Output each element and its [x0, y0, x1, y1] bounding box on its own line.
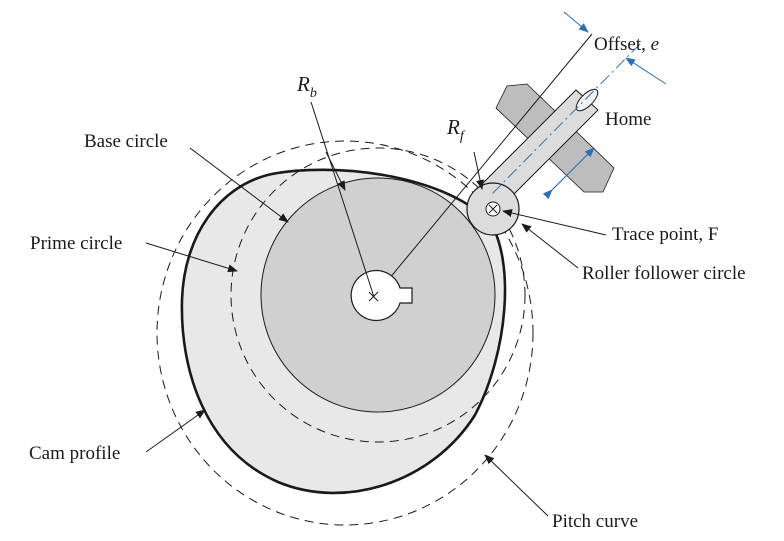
offset-arrow-left — [563, 11, 589, 33]
cam-profile-label: Cam profile — [29, 443, 120, 464]
base-radius-arrow — [325, 151, 346, 191]
prime-circle-label: Prime circle — [30, 233, 122, 254]
offset-reference-line — [373, 33, 593, 298]
home-label: Home — [605, 109, 651, 130]
shaft-bore — [350, 269, 413, 322]
offset-symbol: e — [651, 34, 659, 55]
base-circle-label: Base circle — [84, 131, 168, 152]
offset-arrow-right — [625, 57, 667, 85]
pitch-curve-leader — [484, 454, 549, 517]
trace-point-marker — [488, 204, 498, 214]
trace-point-label: Trace point, F — [612, 224, 718, 245]
follower-radius-leader — [473, 151, 485, 190]
pitch-curve-label: Pitch curve — [552, 511, 638, 532]
base-radius-symbol: Rb — [296, 72, 317, 101]
prime-circle — [230, 147, 526, 443]
roller-follower-circle-label: Roller follower circle — [582, 263, 746, 284]
follower-radius-symbol: Rf — [446, 115, 466, 144]
follower-stem-end — [575, 88, 599, 112]
roller-follower-leader — [521, 223, 579, 269]
cam-profile-leader — [145, 409, 206, 453]
prime-circle-leader — [145, 242, 238, 273]
base-circle-leader — [189, 147, 289, 223]
follower-motion-arrow — [542, 147, 595, 200]
base-radius-line — [310, 101, 375, 298]
trace-point-leader — [502, 209, 607, 236]
pitch-curve — [156, 140, 534, 526]
offset-label: Offset, e — [594, 34, 659, 55]
follower-axis-line — [489, 43, 641, 197]
